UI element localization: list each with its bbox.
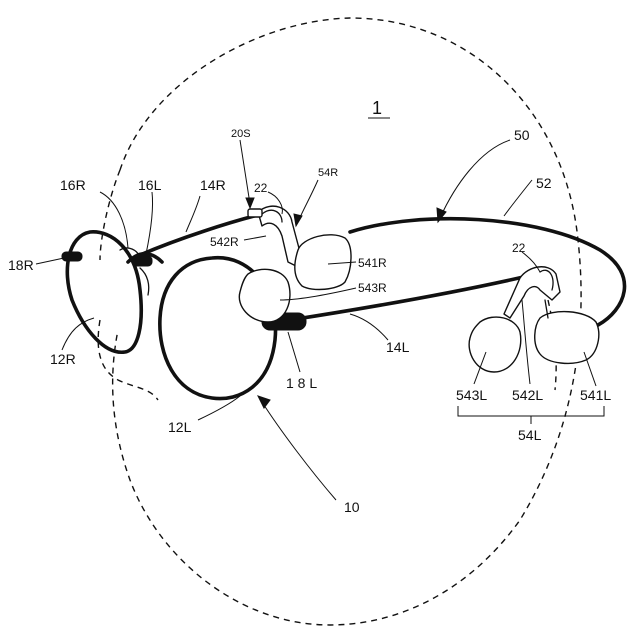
label-14r: 14R (200, 177, 226, 193)
label-18l: 1 8 L (286, 375, 317, 391)
label-16r: 16R (60, 177, 86, 193)
ear-outline-dashed (98, 320, 158, 400)
lens-right (67, 232, 141, 352)
label-16l: 16L (138, 177, 162, 193)
label-22-right: 22 (512, 241, 526, 255)
label-50: 50 (514, 127, 530, 143)
housing-541r (295, 235, 351, 290)
connector-18r (62, 252, 82, 261)
leader-52 (504, 180, 532, 216)
neckband-cable (350, 219, 625, 325)
temple-right (140, 214, 262, 255)
label-1: 1 (372, 98, 382, 118)
leader-542r (244, 236, 266, 240)
leader-12r (62, 318, 94, 350)
label-12l: 12L (168, 419, 192, 435)
label-14l: 14L (386, 339, 410, 355)
label-52: 52 (536, 175, 552, 191)
hinge-16l (132, 256, 152, 266)
arrow-10 (258, 396, 270, 408)
housing-541l (535, 312, 599, 364)
clip-20s (248, 209, 262, 217)
leader-542l (522, 300, 530, 384)
leader-16l (146, 192, 153, 254)
leader-50 (440, 140, 510, 218)
hook-542r (258, 206, 300, 268)
label-541l: 541L (580, 387, 611, 403)
label-543r: 543R (358, 281, 387, 295)
label-54l: 54L (518, 427, 542, 443)
pad-543r (239, 269, 290, 322)
label-543l: 543L (456, 387, 487, 403)
label-541r: 541R (358, 256, 387, 270)
face-outline-dashed (100, 170, 120, 260)
arrow-54r (294, 214, 302, 226)
leader-14l (350, 314, 388, 340)
label-18r: 18R (8, 257, 34, 273)
leader-14r (186, 196, 200, 232)
earphone-left (469, 267, 599, 372)
leader-10 (262, 402, 336, 500)
label-54r: 54R (318, 167, 338, 179)
leader-18r (36, 258, 64, 264)
leader-18l (288, 332, 300, 372)
label-20s: 20S (231, 128, 251, 140)
label-12r: 12R (50, 351, 76, 367)
arrow-20s (246, 198, 254, 208)
label-542r: 542R (210, 235, 239, 249)
bracket-54l (458, 406, 604, 416)
leader-20s (240, 140, 250, 204)
label-22-top: 22 (254, 181, 268, 195)
pad-543l (469, 317, 521, 372)
label-10: 10 (344, 499, 360, 515)
label-542l: 542L (512, 387, 543, 403)
